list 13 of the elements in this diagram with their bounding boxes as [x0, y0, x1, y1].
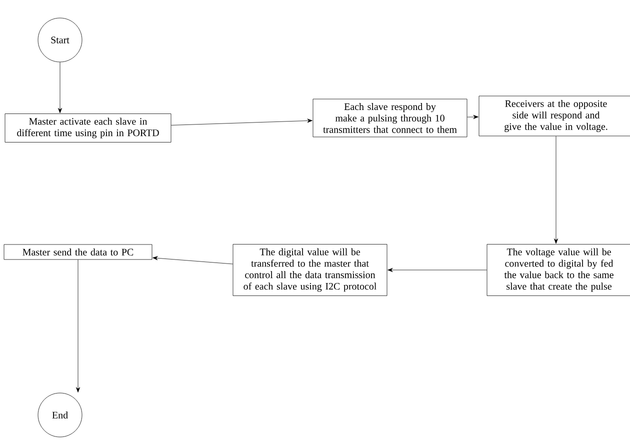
arrow — [388, 268, 487, 272]
arrow — [58, 62, 62, 114]
process-box: Master send the data to PC — [4, 244, 152, 260]
process-box: The voltage value will be converted to digital by fed the value back to the same slave that create the pulse — [486, 244, 630, 296]
process-box: Each slave respond by make a pulsing through 10 transmitters that connect to them — [312, 98, 468, 138]
process-box: The digital value will be transferred to the master that control all the data transmission of each slave using I2C protocol — [232, 244, 388, 296]
arrow — [76, 260, 80, 392]
process-box: Master activate each slave in different time using pin in PORTD — [4, 114, 172, 142]
arrow — [554, 136, 558, 244]
arrow — [171, 118, 312, 126]
arrow — [152, 256, 233, 264]
process-box: Receivers at the opposite side will respond and give the value in voltage. — [478, 96, 630, 136]
arrow — [467, 114, 478, 119]
